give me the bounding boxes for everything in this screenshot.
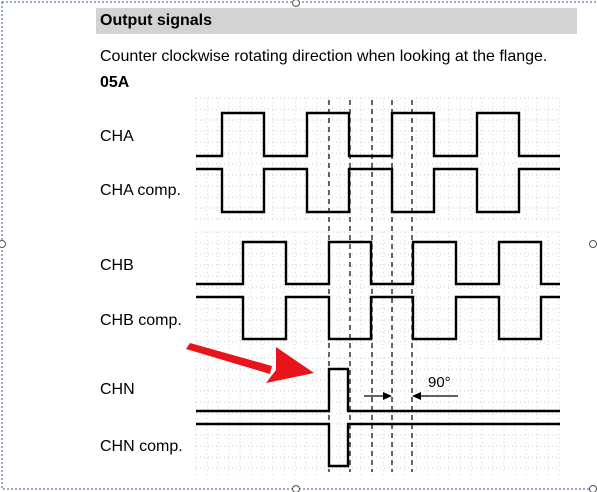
waveform-chb-comp bbox=[196, 295, 560, 341]
signal-label-chb-comp: CHB comp. bbox=[100, 312, 184, 330]
phase-dimension bbox=[364, 392, 458, 400]
dotted-grid bbox=[195, 97, 560, 476]
rotation-description: Counter clockwise rotating direction whe… bbox=[100, 48, 548, 65]
section-header: Output signals bbox=[96, 8, 577, 34]
resize-handle-top[interactable] bbox=[292, 0, 300, 7]
phase-label: 90° bbox=[428, 374, 451, 391]
waveform-cha bbox=[196, 111, 560, 158]
phase-arrow-left-head bbox=[383, 392, 392, 400]
signal-waveforms bbox=[196, 111, 560, 468]
signal-label-chb: CHB bbox=[100, 257, 136, 275]
signal-label-cha: CHA bbox=[100, 128, 136, 146]
waveform-cha-comp bbox=[196, 167, 560, 214]
waveform-chb bbox=[196, 240, 560, 286]
resize-handle-bottom[interactable] bbox=[292, 485, 300, 492]
waveform-chn bbox=[196, 367, 560, 413]
waveform-chn-comp bbox=[196, 422, 560, 468]
signal-label-chn-comp: CHN comp. bbox=[100, 438, 185, 456]
signal-label-chn: CHN bbox=[100, 381, 137, 399]
signal-label-cha-comp: CHA comp. bbox=[100, 182, 183, 200]
resize-handle-left[interactable] bbox=[0, 240, 6, 248]
model-code: 05A bbox=[100, 74, 130, 91]
section-title: Output signals bbox=[100, 12, 212, 29]
phase-arrow-right-head bbox=[412, 392, 421, 400]
